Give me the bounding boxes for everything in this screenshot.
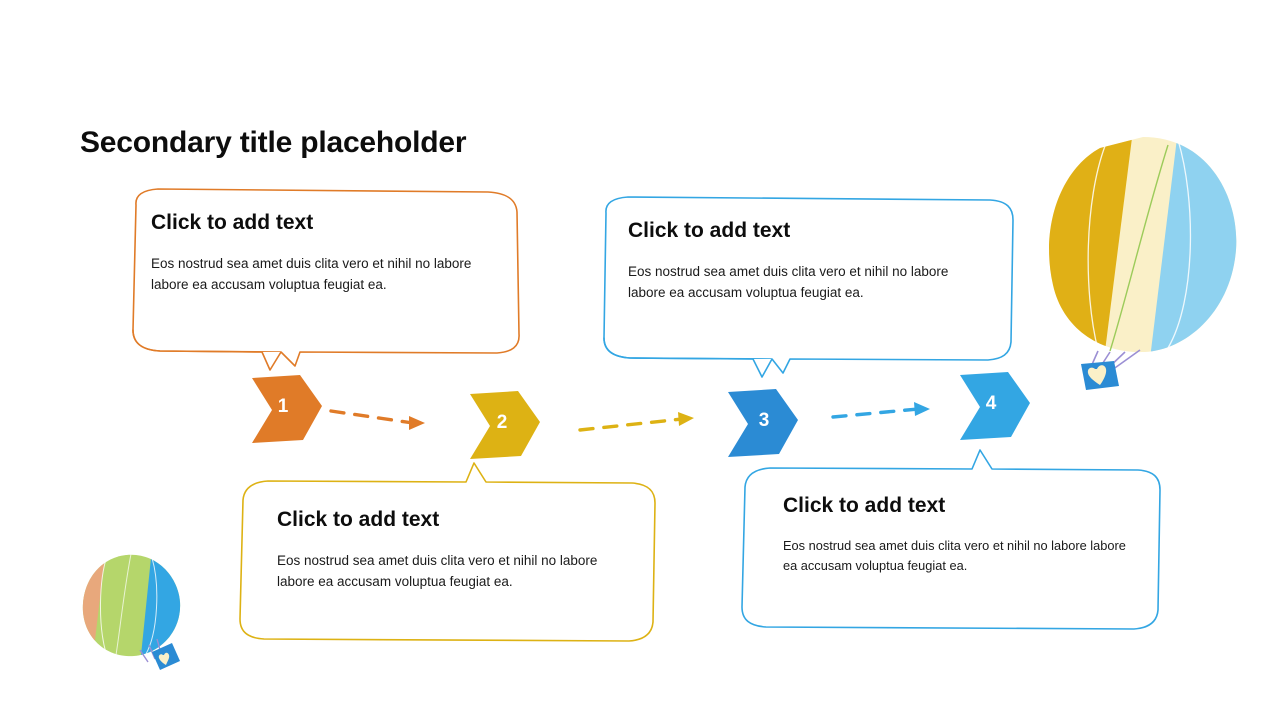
step-marker-4-label: 4 [985, 393, 997, 414]
step-marker-2[interactable] [470, 391, 540, 459]
step-marker-4[interactable] [960, 372, 1030, 440]
connector-3-to-4-icon [831, 402, 930, 419]
step-marker-1-label: 1 [277, 396, 289, 417]
bubble-1-heading[interactable]: Click to add text [151, 211, 314, 234]
step-marker-3-label: 3 [758, 410, 770, 431]
step-marker-2-label: 2 [496, 412, 508, 433]
hot-air-balloon-small-icon [82, 553, 181, 670]
bubble-4-body[interactable]: Eos nostrud sea amet duis clita vero et … [783, 538, 1126, 573]
bubble-2-heading[interactable]: Click to add text [277, 508, 440, 531]
speech-bubble-1[interactable] [132, 188, 520, 371]
hot-air-balloon-large-icon [1049, 137, 1237, 390]
bubble-2-body[interactable]: Eos nostrud sea amet duis clita vero et … [277, 553, 598, 589]
step-marker-3[interactable] [728, 389, 798, 457]
speech-bubble-2[interactable] [603, 196, 1014, 378]
page-title: Secondary title placeholder [80, 126, 467, 159]
bubble-3-body[interactable]: Eos nostrud sea amet duis clita vero et … [628, 264, 949, 300]
bubble-4-heading[interactable]: Click to add text [783, 494, 946, 517]
connector-2-to-3-icon [578, 412, 694, 432]
speech-bubble-3[interactable] [239, 462, 656, 642]
bubble-3-heading[interactable]: Click to add text [628, 219, 791, 242]
bubble-1-body[interactable]: Eos nostrud sea amet duis clita vero et … [151, 256, 472, 292]
connector-1-to-2-icon [329, 409, 425, 430]
speech-bubble-4[interactable] [741, 449, 1161, 630]
step-marker-1[interactable] [252, 375, 322, 443]
